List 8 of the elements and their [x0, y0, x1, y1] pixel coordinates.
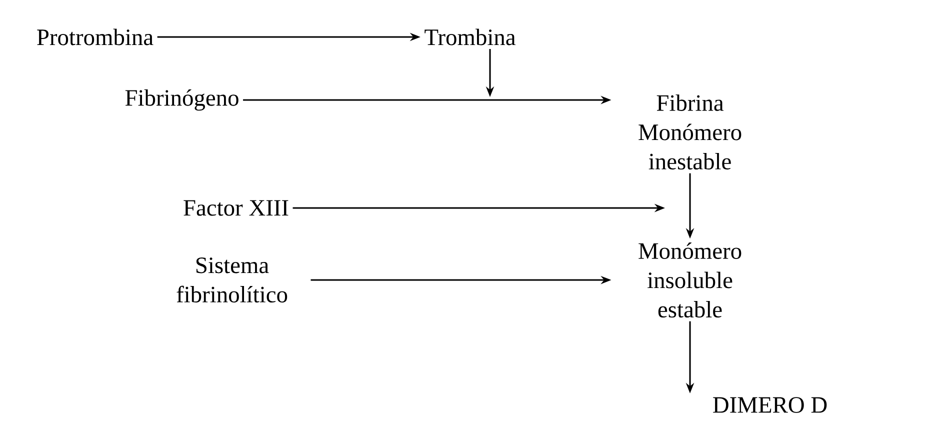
term-label: Sistema fibrinolítico — [176, 258, 288, 302]
term-label: Protrombina — [37, 28, 154, 46]
term-label: DIMERO D — [713, 397, 827, 413]
term-label: Fibrinógeno — [125, 89, 238, 111]
term-label: Trombina — [424, 28, 516, 46]
term-label: Monómero insoluble estable — [638, 242, 742, 318]
term-label: Factor XIII — [184, 200, 288, 216]
term-label: Fibrina Monómero inestable — [638, 94, 742, 170]
